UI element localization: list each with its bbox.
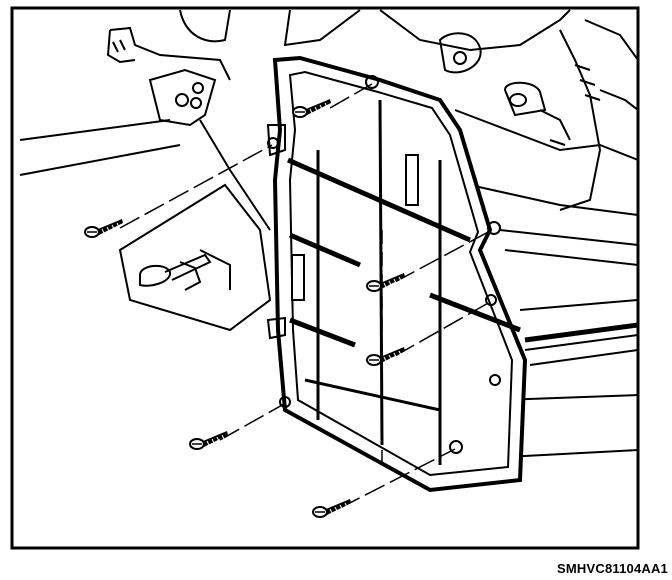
left-bracket <box>19 68 272 332</box>
upper-housing <box>106 9 639 211</box>
installation-lines <box>119 83 493 509</box>
figure-code: SMHVC81104AA1 <box>557 561 668 576</box>
cover-plate <box>266 55 528 493</box>
